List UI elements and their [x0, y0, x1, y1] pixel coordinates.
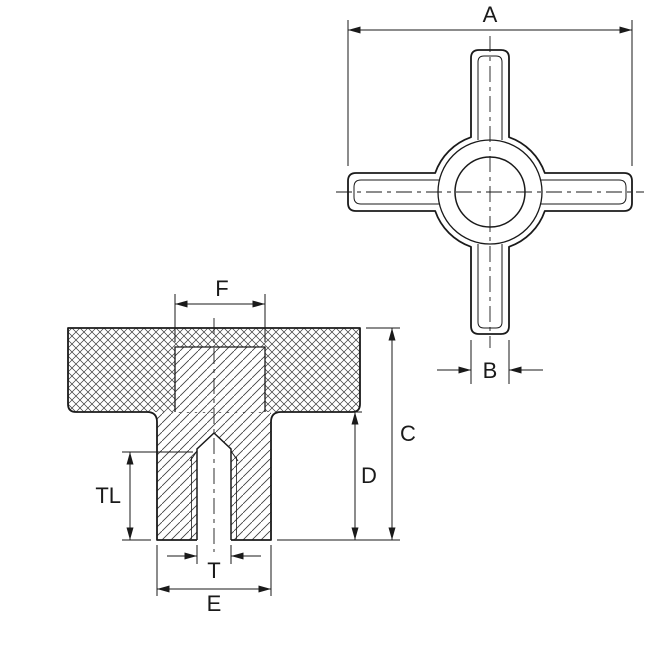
dimension-f: F — [174, 276, 266, 342]
dim-label-tl: TL — [95, 483, 121, 508]
section-view: F C D TL T — [67, 276, 416, 616]
dim-label-e: E — [207, 591, 222, 616]
top-view: A B — [336, 2, 644, 384]
dim-label-b: B — [483, 358, 498, 383]
arm-edge-right — [541, 179, 627, 205]
dimension-b: B — [437, 340, 543, 384]
dim-label-c: C — [400, 421, 416, 446]
dimension-a: A — [347, 2, 633, 166]
insert-hatch — [157, 347, 271, 540]
dim-label-a: A — [483, 2, 498, 27]
thread-major-lines — [191, 457, 237, 539]
knob-outline-top — [347, 49, 633, 335]
head-crosshatch — [68, 328, 360, 413]
thread-runout-marks — [189, 450, 239, 462]
dimension-d: D — [277, 411, 377, 540]
arm-edge-top — [477, 55, 503, 140]
dimension-tl: TL — [95, 451, 193, 541]
dim-label-f: F — [215, 276, 228, 301]
dim-label-t: T — [207, 558, 220, 583]
dimension-c: C — [277, 327, 416, 541]
dim-label-d: D — [361, 463, 377, 488]
insert-boundary — [174, 346, 266, 412]
dimension-e: E — [156, 545, 272, 616]
arm-edge-left — [353, 179, 439, 205]
dimension-t: T — [167, 545, 261, 583]
